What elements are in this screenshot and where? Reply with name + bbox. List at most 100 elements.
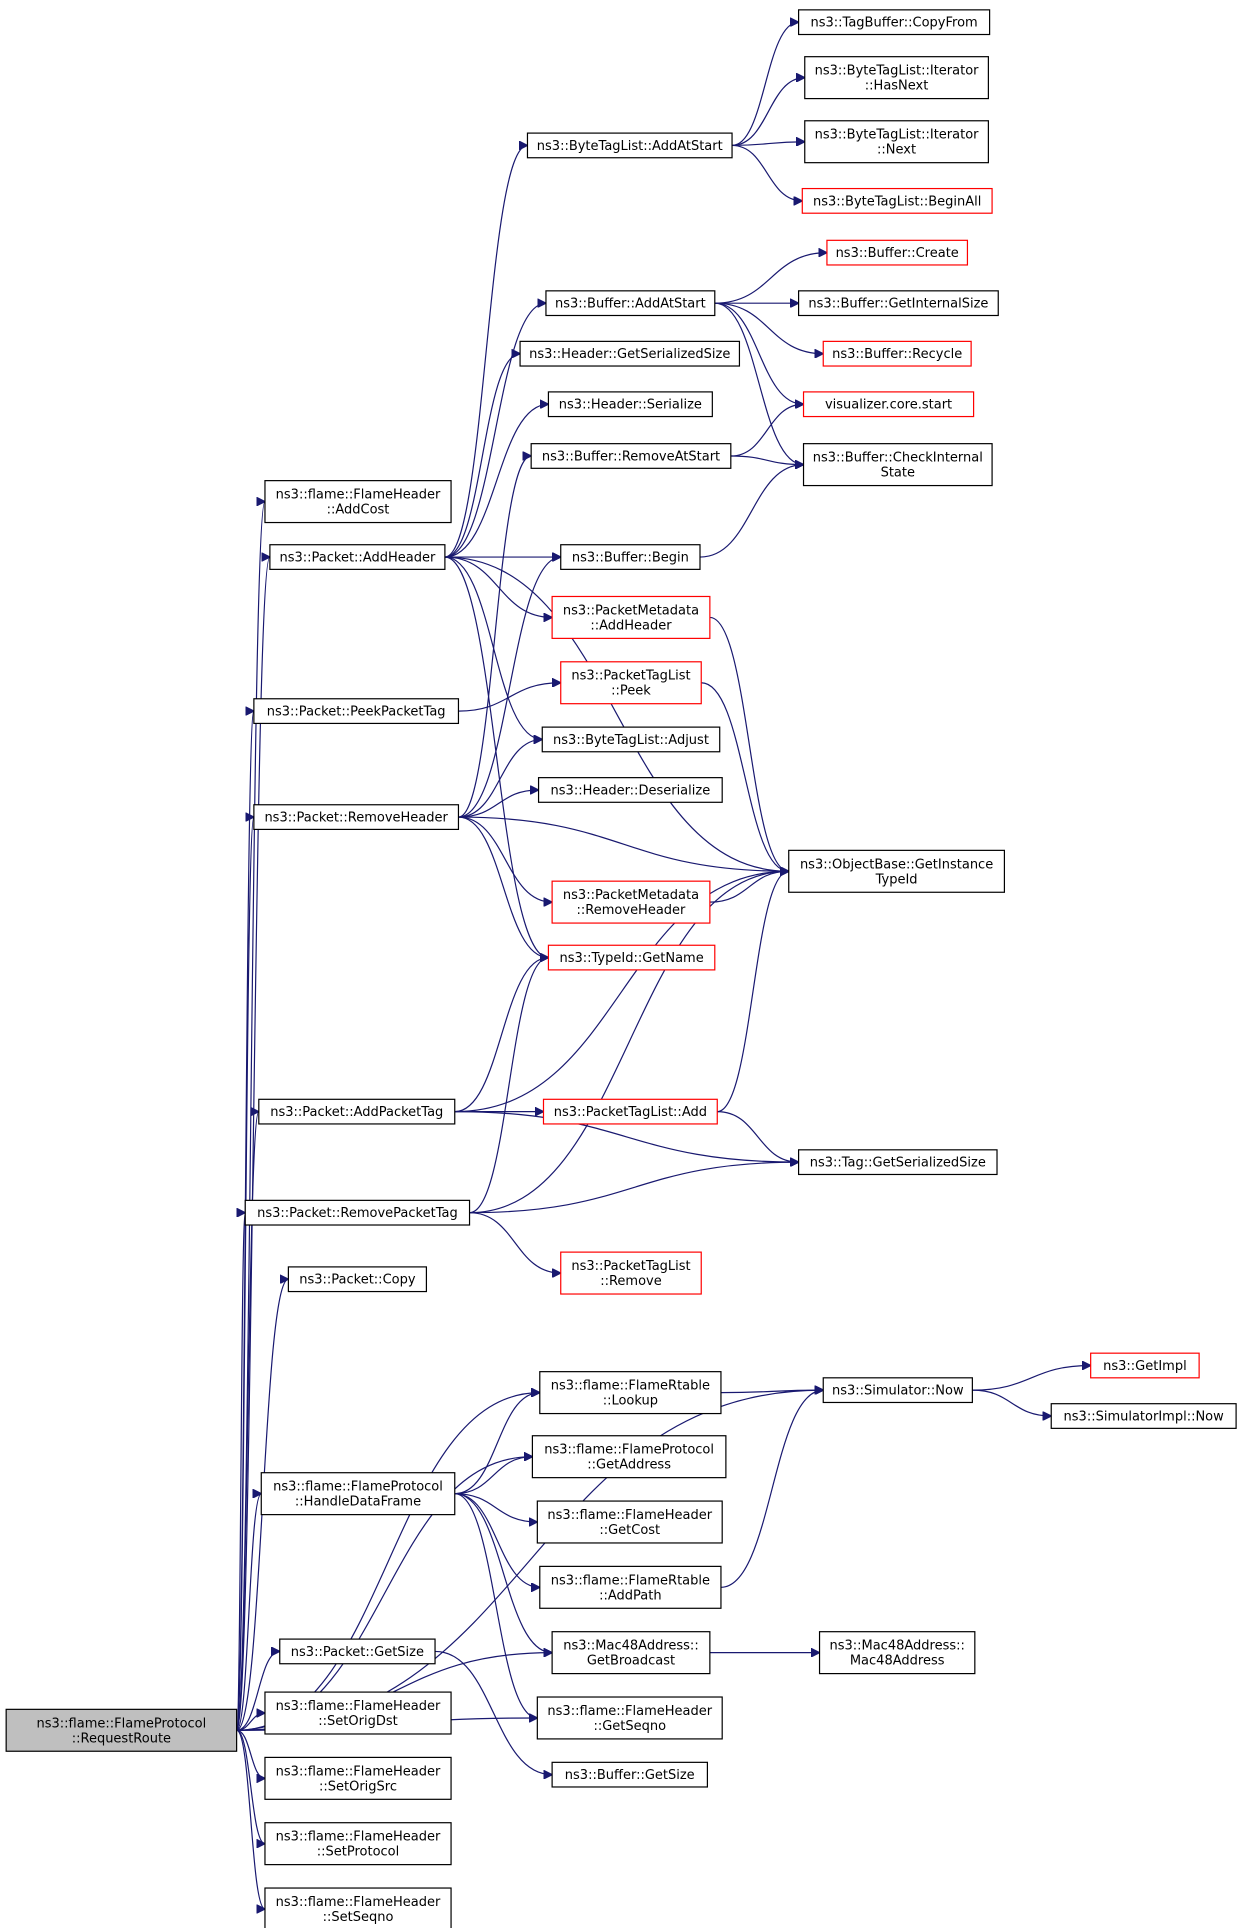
node-tag-getserializedsize[interactable]: ns3::Tag::GetSerializedSize [797,1149,998,1176]
node-flameheader-addcost[interactable]: ns3::flame::FlameHeader::AddCost [264,480,452,524]
node-box [264,1756,452,1800]
node-bytetaglist-iterator-next[interactable]: ns3::ByteTagList::Iterator::Next [804,120,989,164]
node-box [804,56,989,100]
edge-packet-removeheader-to-objectbase-getinstancetypeid [458,816,788,871]
node-flameprotocol-handledataframe[interactable]: ns3::flame::FlameProtocol::HandleDataFra… [260,1472,456,1516]
edge-buffer-begin-to-buffer-checkinternalstate [700,465,804,558]
node-flameprotocol-getaddress[interactable]: ns3::flame::FlameProtocol::GetAddress [531,1435,727,1479]
node-buffer-begin[interactable]: ns3::Buffer::Begin [560,544,701,570]
node-label: ns3::GetImpl [1103,1359,1187,1374]
node-header-serialize[interactable]: ns3::Header::Serialize [547,391,713,418]
edge-packet-addheader-to-header-serialize [444,404,549,558]
edge-packet-peekpackettag-to-packettaglist-peek [458,683,560,712]
node-packettaglist-peek[interactable]: ns3::PacketTagList::Peek [560,661,702,705]
edge-simulator-now-to-getimpl [972,1365,1090,1391]
edge-packet-removepackettag-to-typeid-getname [469,958,549,1214]
node-packet-removeheader[interactable]: ns3::Packet::RemoveHeader [253,804,460,831]
node-packettaglist-remove[interactable]: ns3::PacketTagList::Remove [560,1251,702,1295]
node-label: ::SetOrigDst [318,1714,397,1729]
node-box [788,849,1006,893]
node-label: ns3::Buffer::GetSize [565,1768,695,1783]
node-box [797,290,999,317]
node-header-getserializedsize[interactable]: ns3::Header::GetSerializedSize [519,340,741,367]
node-typeid-getname[interactable]: ns3::TypeId::GetName [547,944,716,971]
node-label: visualizer.core.start [825,398,952,413]
node-label: ns3::flame::FlameHeader [276,488,441,503]
edge-packet-removeheader-to-packetmetadata-removeheader [458,816,552,902]
node-buffer-getsize[interactable]: ns3::Buffer::GetSize [551,1761,708,1788]
node-packetmetadata-addheader[interactable]: ns3::PacketMetadata::AddHeader [551,595,711,639]
node-flameheader-setorigsrc[interactable]: ns3::flame::FlameHeader::SetOrigSrc [264,1756,452,1800]
node-packet-copy[interactable]: ns3::Packet::Copy [287,1266,428,1293]
node-label: ns3::SimulatorImpl::Now [1064,1410,1225,1425]
node-label: ns3::ObjectBase::GetInstance [800,857,993,872]
node-tagbuffer-copyfrom[interactable]: ns3::TagBuffer::CopyFrom [797,9,991,36]
node-buffer-removeatstart[interactable]: ns3::Buffer::RemoveAtStart [530,443,732,469]
node-mac48address-mac48address[interactable]: ns3::Mac48Address::Mac48Address [818,1631,976,1675]
node-label: ns3::ByteTagList::Iterator [815,128,980,143]
node-label: ::GetCost [599,1523,660,1538]
node-simulator-now[interactable]: ns3::Simulator::Now [822,1377,973,1404]
node-label: ::Lookup [603,1394,658,1409]
node-buffer-addatstart[interactable]: ns3::Buffer::AddAtStart [545,290,716,317]
node-label: ns3::ByteTagList::BeginAll [813,194,981,209]
edge-packettaglist-peek-to-objectbase-getinstancetypeid [701,682,789,872]
node-bytetaglist-adjust[interactable]: ns3::ByteTagList::Adjust [541,726,721,753]
node-buffer-getinternalsize[interactable]: ns3::Buffer::GetInternalSize [797,290,999,317]
node-packet-addheader[interactable]: ns3::Packet::AddHeader [269,544,446,570]
node-flameheader-setorigdst[interactable]: ns3::flame::FlameHeader::SetOrigDst [264,1691,452,1735]
node-label: ns3::Packet::RemovePacketTag [257,1206,458,1221]
node-bytetaglist-beginall[interactable]: ns3::ByteTagList::BeginAll [801,187,993,214]
node-label: ::HasNext [865,79,929,94]
node-flameheader-getseqno[interactable]: ns3::flame::FlameHeader::GetSeqno [536,1696,723,1740]
node-getimpl[interactable]: ns3::GetImpl [1090,1352,1200,1379]
node-box [802,391,975,418]
edge-packet-getsize-to-buffer-getsize [435,1650,552,1774]
node-packetmetadata-removeheader[interactable]: ns3::PacketMetadata::RemoveHeader [551,880,711,924]
node-buffer-recycle[interactable]: ns3::Buffer::Recycle [822,340,972,367]
node-label: ns3::Buffer::Recycle [832,347,962,362]
node-mac48address-getbroadcast[interactable]: ns3::Mac48Address::GetBroadcast [551,1631,711,1675]
node-box [822,340,972,367]
node-box [818,1631,976,1675]
node-packet-removepackettag[interactable]: ns3::Packet::RemovePacketTag [244,1199,471,1226]
node-flameheader-getcost[interactable]: ns3::flame::FlameHeader::GetCost [536,1500,723,1544]
node-flamertable-addpath[interactable]: ns3::flame::FlameRtable::AddPath [539,1565,722,1609]
node-packet-addpackettag[interactable]: ns3::Packet::AddPacketTag [258,1098,456,1125]
edge-request-route-to-packet-addpackettag [236,1112,259,1731]
node-label: ns3::Mac48Address:: [829,1639,964,1654]
node-packet-getsize[interactable]: ns3::Packet::GetSize [279,1638,436,1665]
node-label: ns3::PacketMetadata [563,603,699,618]
node-box [801,187,993,214]
node-box [264,1691,452,1735]
node-flameheader-setprotocol[interactable]: ns3::flame::FlameHeader::SetProtocol [264,1822,452,1866]
edge-buffer-addatstart-to-buffer-recycle [714,302,823,354]
node-packet-peekpackettag[interactable]: ns3::Packet::PeekPacketTag [253,698,460,725]
edge-packettaglist-add-to-tag-getserializedsize [717,1111,798,1163]
node-box [804,120,989,164]
edge-request-route-to-packet-removeheader [236,817,254,1731]
node-bytetaglist-addatstart[interactable]: ns3::ByteTagList::AddAtStart [526,132,733,159]
node-visualizer-core-start[interactable]: visualizer.core.start [802,391,975,418]
node-buffer-create[interactable]: ns3::Buffer::Create [826,239,969,266]
node-label: ::SetOrigSrc [319,1779,397,1794]
node-simulatorimpl-now[interactable]: ns3::SimulatorImpl::Now [1050,1403,1237,1429]
edge-request-route-to-packet-addheader [236,557,270,1731]
node-box [541,726,721,753]
node-request-route[interactable]: ns3::flame::FlameProtocol::RequestRoute [5,1708,238,1752]
node-label: ns3::flame::FlameHeader [276,1830,441,1845]
node-header-deserialize[interactable]: ns3::Header::Deserialize [537,777,723,803]
node-flamertable-lookup[interactable]: ns3::flame::FlameRtable::Lookup [539,1371,722,1415]
edge-buffer-addatstart-to-visualizer-core-start [714,302,804,404]
node-box [551,1761,708,1788]
node-packettaglist-add[interactable]: ns3::PacketTagList::Add [542,1098,718,1125]
edge-buffer-removeatstart-to-visualizer-core-start [730,404,804,457]
node-box [536,1696,723,1740]
edge-packet-removeheader-to-header-deserialize [458,790,538,818]
node-bytetaglist-iterator-hasnext[interactable]: ns3::ByteTagList::Iterator::HasNext [804,56,989,100]
node-flameheader-setseqno[interactable]: ns3::flame::FlameHeader::SetSeqno [264,1887,452,1928]
node-label: ns3::Header::Deserialize [551,783,711,798]
